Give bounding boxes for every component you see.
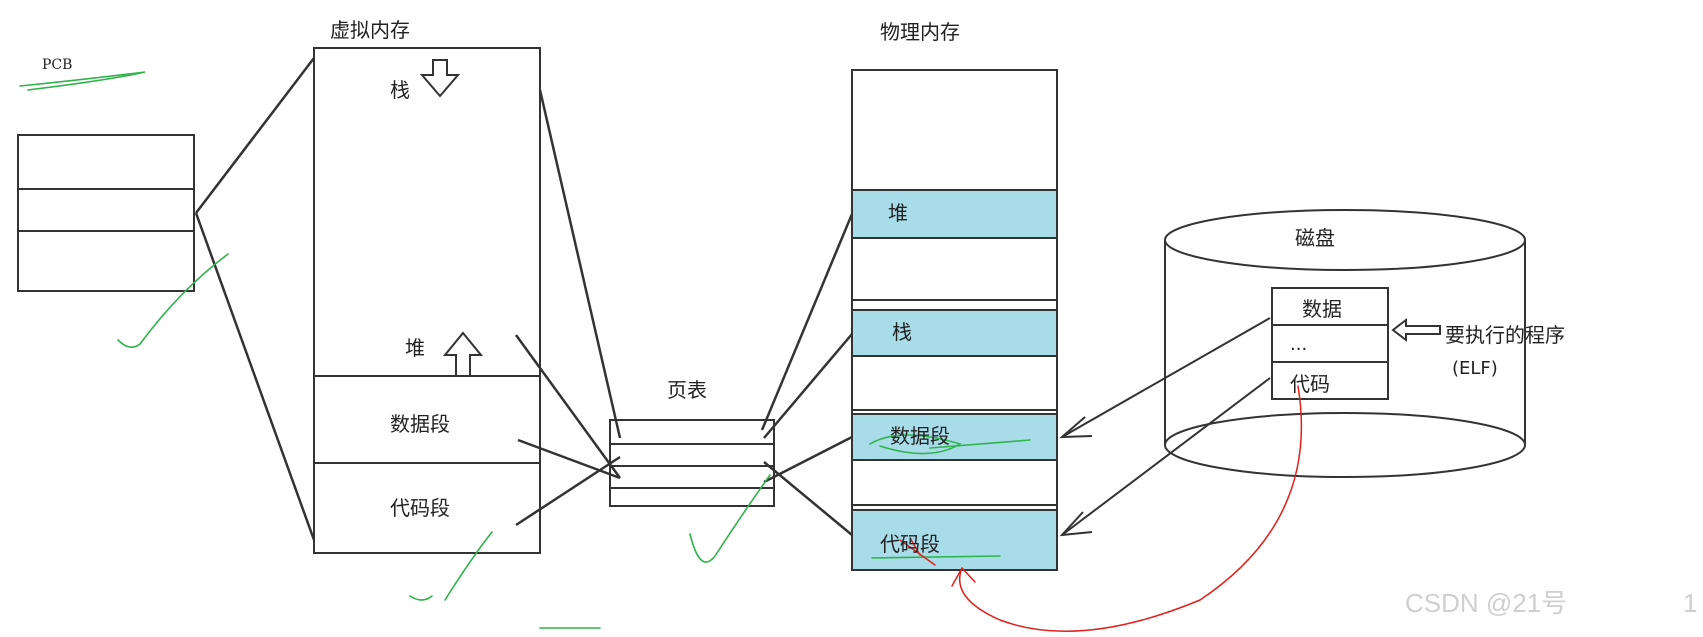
- disk-ellipsis-label: ...: [1290, 334, 1308, 355]
- program-label: 要执行的程序: [1445, 323, 1565, 347]
- page-table-title: 页表: [667, 378, 707, 402]
- red-annotation-curve: [899, 385, 1303, 632]
- physical-data-segment-label: 数据段: [890, 424, 950, 448]
- green-annotation-marks: [19, 71, 1031, 629]
- disk-title: 磁盘: [1295, 226, 1335, 250]
- virtual-memory-title: 虚拟内存: [330, 18, 410, 42]
- page-table-to-physical-lines: [760, 213, 854, 536]
- heap-arrow-up-icon: [442, 331, 484, 377]
- watermark-suffix: 1: [1683, 588, 1698, 618]
- physical-stack-label: 栈: [892, 320, 912, 344]
- elf-program-table: [1271, 287, 1389, 400]
- virtual-code-segment-label: 代码段: [390, 496, 450, 520]
- physical-heap-label: 堆: [888, 201, 908, 225]
- disk-cylinder: [1164, 209, 1526, 478]
- virtual-stack-label: 栈: [390, 78, 410, 102]
- virtual-data-segment-label: 数据段: [390, 412, 450, 436]
- disk-code-label: 代码: [1290, 372, 1330, 396]
- physical-memory-box: [851, 69, 1058, 571]
- disk-data-label: 数据: [1302, 297, 1342, 321]
- virtual-memory-box: [313, 47, 541, 554]
- program-pointer-arrow-icon: [1391, 317, 1441, 343]
- stack-arrow-down-icon: [419, 59, 461, 98]
- pcb-to-virtual-lines: [194, 57, 316, 541]
- program-format-label: (ELF): [1452, 358, 1498, 379]
- physical-code-segment-label: 代码段: [880, 532, 940, 556]
- virtual-heap-label: 堆: [405, 336, 425, 360]
- disk-to-physical-arrows: [1059, 317, 1271, 537]
- watermark-text: CSDN @21号: [1405, 588, 1568, 618]
- virtual-to-page-table-lines: [514, 89, 622, 527]
- pcb-label: PCB: [42, 57, 73, 73]
- physical-memory-title: 物理内存: [880, 20, 960, 44]
- pcb-table: [17, 134, 195, 292]
- page-table: [609, 419, 775, 507]
